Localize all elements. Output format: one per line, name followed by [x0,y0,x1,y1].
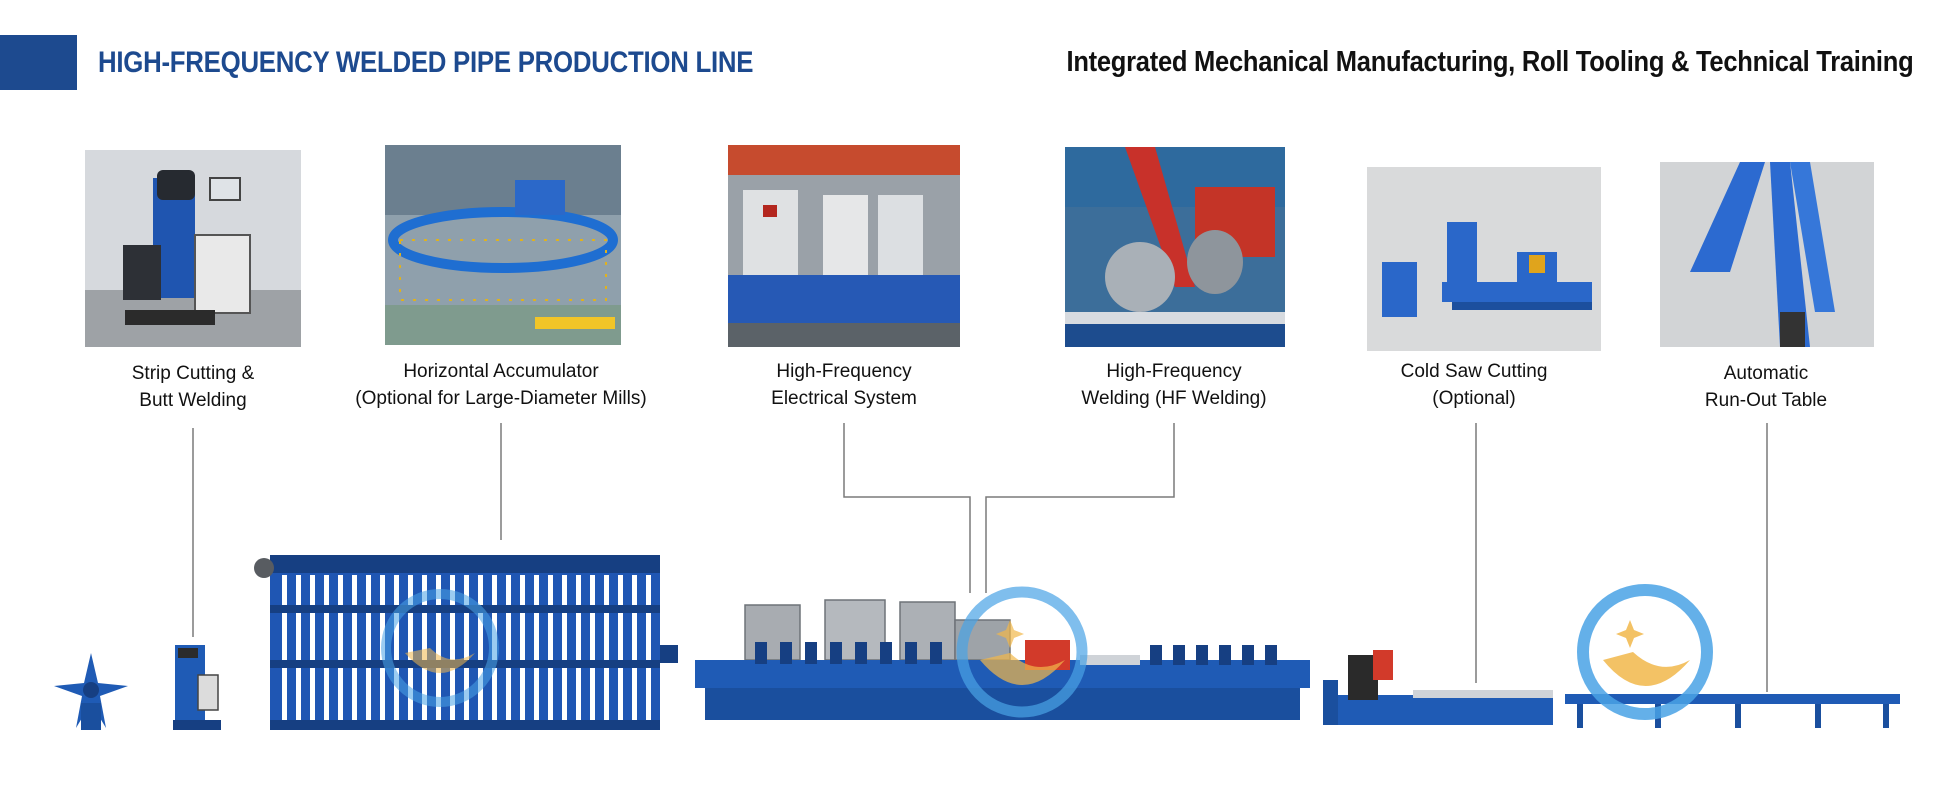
caption-line-2: Electrical System [771,388,917,409]
caption-hf-welding: High-Frequency Welding (HF Welding) [1004,358,1344,412]
caption-line-1: Automatic [1723,363,1809,384]
caption-line-2: Run-Out Table [1704,390,1828,411]
watermark-logo [955,585,1090,720]
watermark-logo [380,588,500,708]
caption-line-1: High-Frequency [1106,361,1242,382]
strip-cutting-butt-welding-photo [85,150,301,347]
page-subtitle: Integrated Mechanical Manufacturing, Rol… [1066,46,1913,78]
caption-strip-cutting: Strip Cutting & Butt Welding [23,360,363,414]
caption-line-1: Strip Cutting & [131,363,255,384]
caption-hf-electrical: High-Frequency Electrical System [674,358,1014,412]
caption-runout: Automatic Run-Out Table [1596,360,1936,414]
horizontal-accumulator-photo [385,145,621,345]
cold-saw-cutting-photo [1367,167,1601,351]
shear-butt-welder-machine [170,640,225,732]
caption-line-2: (Optional for Large-Diameter Mills) [355,388,647,409]
caption-line-1: High-Frequency [776,361,912,382]
header-accent-bar [0,35,77,90]
watermark-logo [1575,582,1715,722]
leader-line-hf-electrical [843,423,971,593]
run-out-table-photo [1660,162,1874,347]
uncoiler-machine [48,648,134,732]
leader-line-hf-welding [985,423,1175,593]
hf-welding-photo [1065,147,1285,347]
caption-cold-saw: Cold Saw Cutting (Optional) [1304,358,1644,412]
caption-line-2: Welding (HF Welding) [1081,388,1267,409]
caption-line-2: (Optional) [1432,388,1516,409]
cold-saw-machine [1318,645,1558,730]
caption-line-2: Butt Welding [139,390,247,411]
caption-accumulator: Horizontal Accumulator (Optional for Lar… [331,358,671,412]
caption-line-1: Cold Saw Cutting [1400,361,1548,382]
page-title: HIGH-FREQUENCY WELDED PIPE PRODUCTION LI… [98,46,754,79]
caption-line-1: Horizontal Accumulator [403,361,599,382]
hf-electrical-system-photo [728,145,960,347]
